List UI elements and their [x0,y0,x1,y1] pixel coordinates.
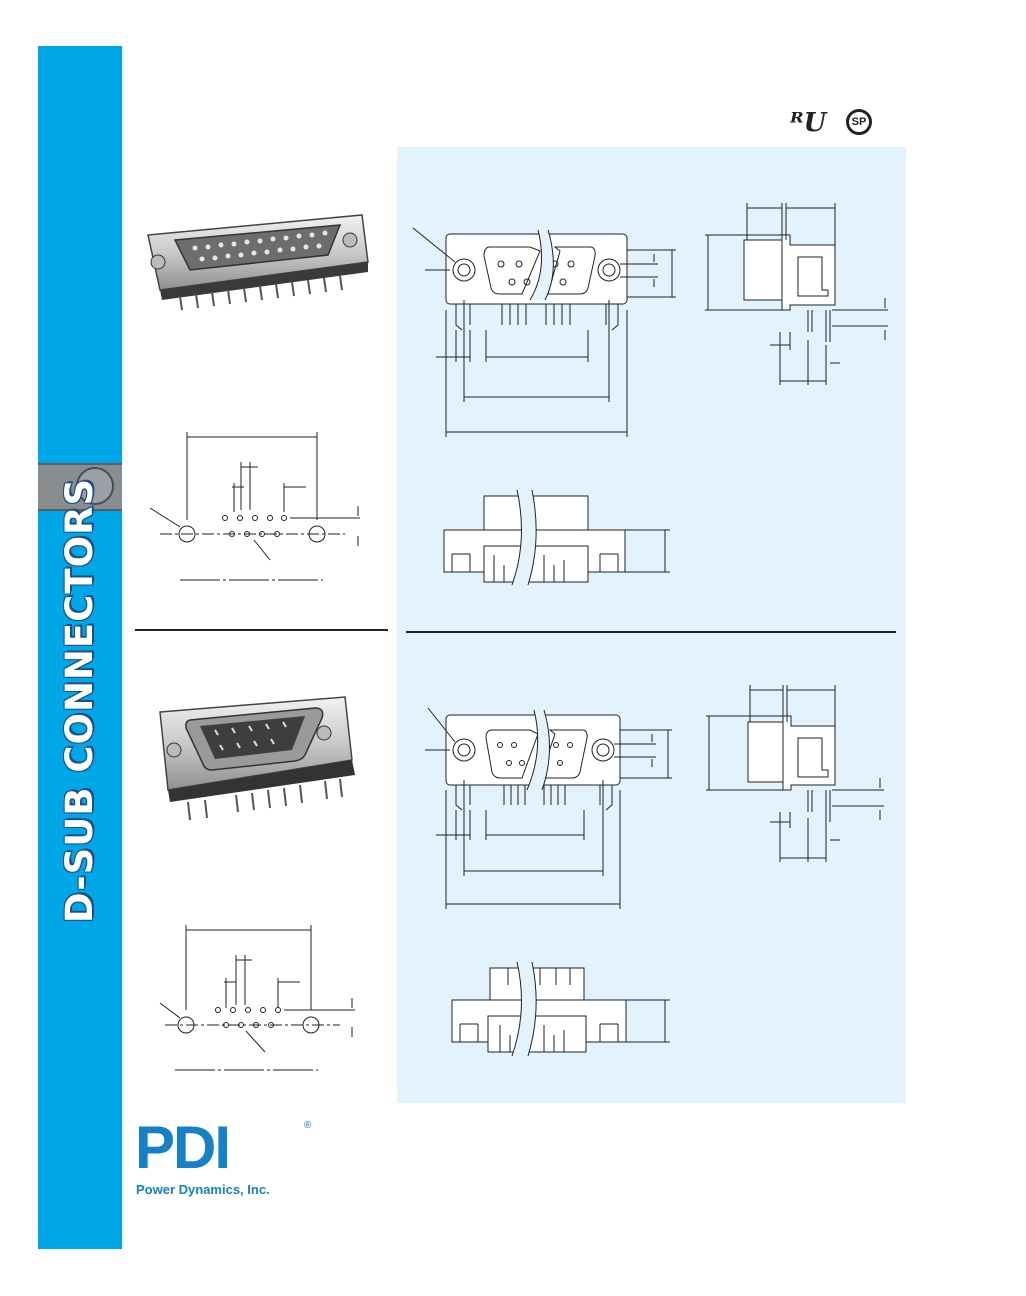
pcb-footprint-icon [159,925,355,1071]
d-sub-female-connector-icon [147,214,369,311]
d-sub-male-connector-icon [159,696,355,821]
drawing-panel [397,147,906,1103]
bottom-view-drawing-icon [451,961,670,1057]
csa-certification-icon: SP [846,109,872,135]
side-view-drawing-icon [705,203,888,385]
section-divider [135,629,388,631]
pcb-footprint-icon [149,432,360,581]
registered-mark: ® [304,1120,312,1131]
ul-certification-icon: ᴿU [790,108,827,138]
sidebar-band [38,46,122,1249]
section-divider [406,631,896,633]
front-view-drawing-icon [425,707,672,909]
bottom-view-drawing-icon [443,489,670,586]
tab-circle-icon [76,467,114,505]
front-view-drawing-icon [412,227,676,437]
pdi-logo: PDI [135,1114,231,1181]
side-view-drawing-icon [706,685,884,862]
company-name: Power Dynamics, Inc. [136,1182,270,1197]
